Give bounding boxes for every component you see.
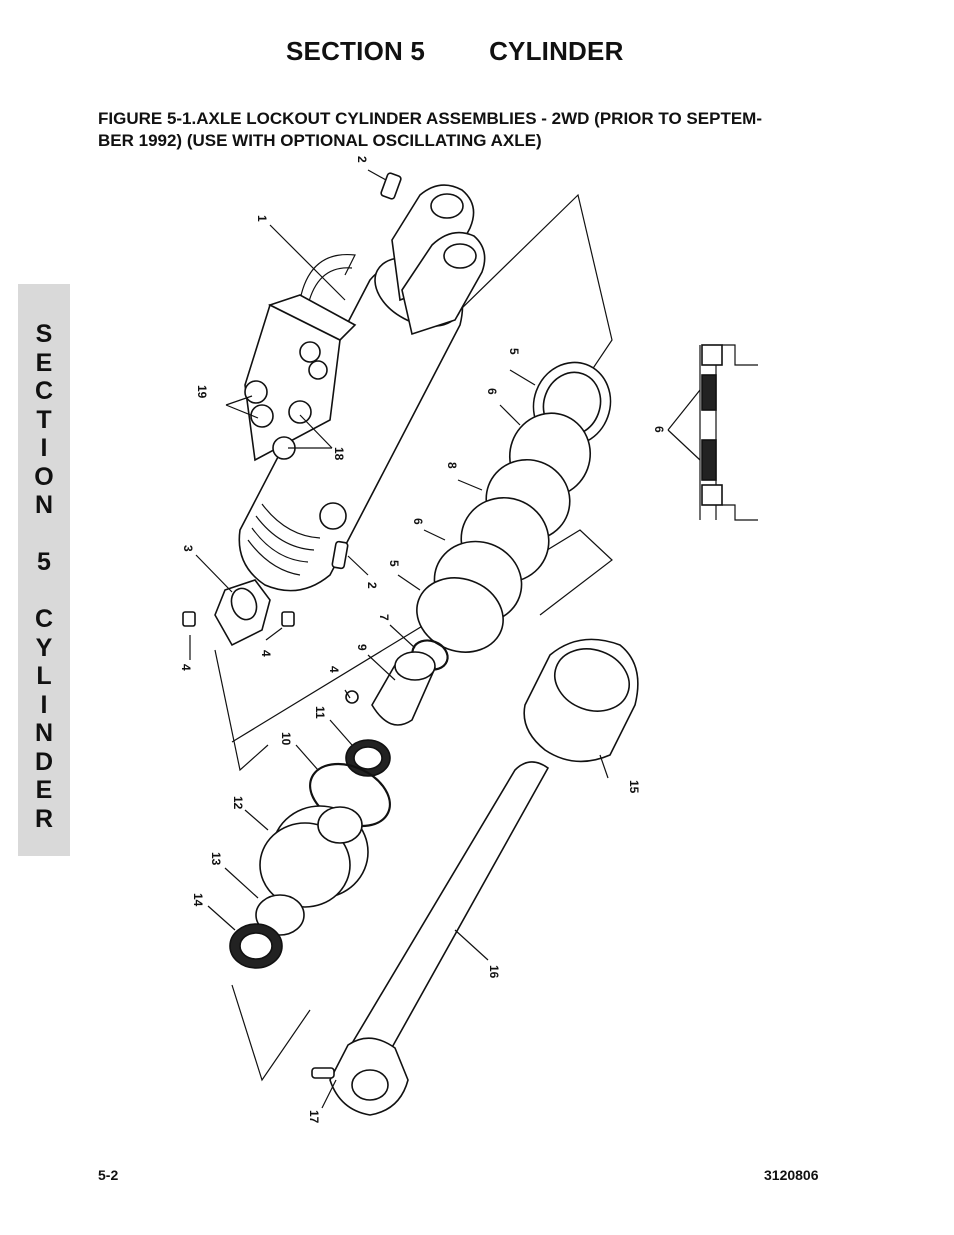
grease-fitting-top <box>380 172 402 200</box>
piston <box>259 805 369 908</box>
callout-4-right: 4 <box>259 650 273 657</box>
callout-6-inset: 6 <box>652 426 666 433</box>
callout-1: 1 <box>255 215 269 222</box>
document-number: 3120806 <box>764 1167 819 1183</box>
callout-3: 3 <box>181 545 195 552</box>
callout-9: 9 <box>355 644 369 651</box>
callout-5-lower: 5 <box>387 560 401 567</box>
callout-13: 13 <box>209 852 223 866</box>
seal-detail-inset <box>699 344 758 521</box>
cylinder-end-cap <box>523 638 639 763</box>
callout-15: 15 <box>627 780 641 794</box>
figure-caption-line-2: BER 1992) (USE WITH OPTIONAL OSCILLATING… <box>98 131 542 150</box>
rod-seal <box>255 894 305 936</box>
piston-rod <box>311 761 550 1116</box>
cylinder-head-upper <box>460 361 612 584</box>
wear-ring <box>345 739 391 777</box>
callout-2-middle: 2 <box>365 582 379 589</box>
section-number: SECTION 5 <box>286 36 426 66</box>
callout-4-middle: 4 <box>327 666 341 673</box>
figure-caption-line-1: FIGURE 5-1.AXLE LOCKOUT CYLINDER ASSEMBL… <box>98 109 762 128</box>
piston-rings <box>411 540 523 671</box>
group-line-seal <box>231 984 311 1082</box>
cylinder-clevis <box>391 184 486 336</box>
callout-2-top: 2 <box>355 156 369 163</box>
leader-lines <box>189 169 701 1109</box>
lock-nut <box>182 579 295 647</box>
callout-14: 14 <box>191 893 205 907</box>
grease-fitting-middle <box>319 502 349 570</box>
callout-7: 7 <box>377 614 391 621</box>
callout-17: 17 <box>307 1110 321 1124</box>
section-side-tab[interactable]: S E C T I O N 5 C Y L I N D E R <box>18 284 70 856</box>
callout-16: 16 <box>487 965 501 979</box>
callout-10: 10 <box>279 732 293 746</box>
valve-block <box>244 294 357 462</box>
section-name: CYLINDER <box>489 36 624 66</box>
spacer <box>345 651 436 726</box>
figure-caption: FIGURE 5-1.AXLE LOCKOUT CYLINDER ASSEMBL… <box>98 108 838 152</box>
group-line-lower <box>231 529 613 743</box>
side-tab-label: S E C T I O N 5 C Y L I N D E R <box>34 320 54 833</box>
callout-6-upper: 6 <box>485 388 499 395</box>
callout-12: 12 <box>231 796 245 810</box>
callout-8: 8 <box>445 462 459 469</box>
page-number: 5-2 <box>98 1167 119 1183</box>
callout-4-left: 4 <box>179 664 193 671</box>
callout-19: 19 <box>195 385 209 399</box>
callout-18: 18 <box>332 447 346 461</box>
callout-labels: 1 2 19 18 5 6 8 6 5 7 9 4 11 10 12 13 14… <box>179 156 666 1124</box>
group-line-nut <box>214 649 269 772</box>
section-title: SECTION 5 CYLINDER <box>286 36 624 67</box>
callout-5-upper: 5 <box>507 348 521 355</box>
rod-wiper <box>229 923 283 969</box>
callout-11: 11 <box>313 706 327 719</box>
callout-6-lower: 6 <box>411 518 425 525</box>
